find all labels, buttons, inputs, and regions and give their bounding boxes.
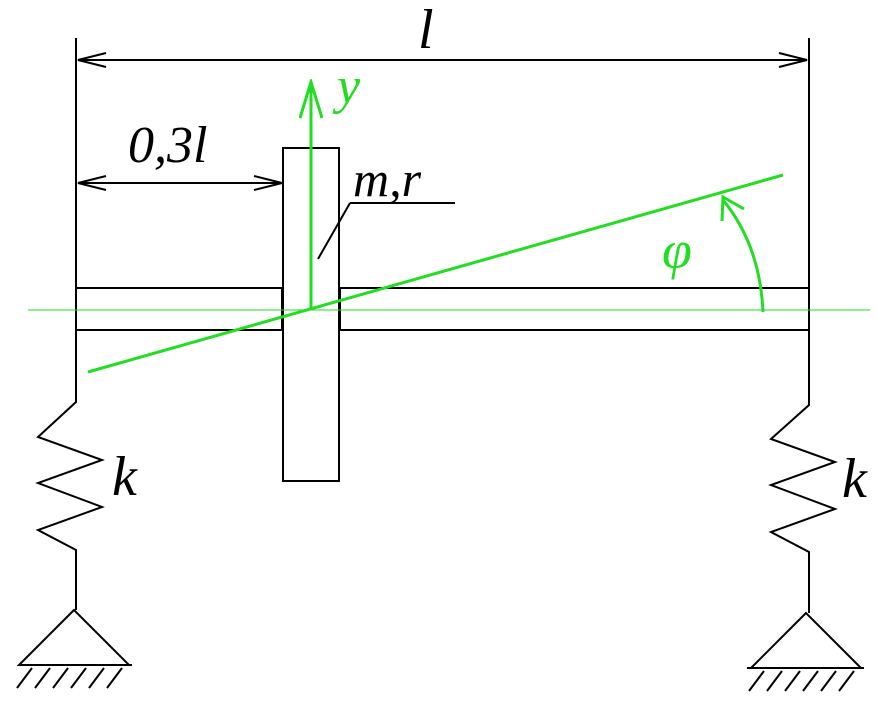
angle-arc-arrowhead	[720, 194, 745, 222]
label-length: l	[418, 0, 434, 61]
label-offset: 0,3l	[128, 117, 207, 174]
label-angle: φ	[662, 220, 692, 280]
shaft-right-segment	[339, 287, 810, 331]
support-left	[16, 608, 132, 666]
spring-left	[35, 330, 105, 610]
label-disk: m,r	[353, 151, 422, 207]
label-axis-y: y	[332, 58, 361, 115]
label-spring-left: k	[112, 446, 138, 508]
spring-right	[768, 330, 838, 613]
support-right	[748, 611, 864, 669]
label-spring-right: k	[842, 448, 868, 510]
rotated-axis-line	[87, 173, 784, 374]
shaft-left-segment	[75, 287, 283, 331]
disk-leader-line	[317, 202, 351, 260]
ground-hatch-left	[16, 667, 123, 689]
angle-arc	[721, 199, 765, 313]
ground-hatch-right	[748, 670, 855, 692]
